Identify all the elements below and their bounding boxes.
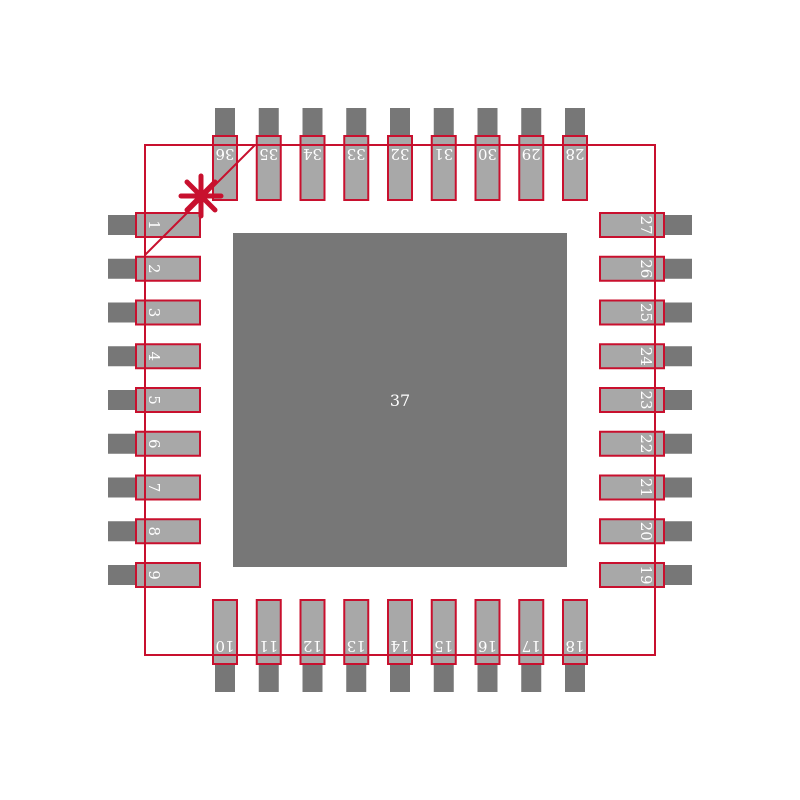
pin-pad-6 (135, 430, 201, 457)
pin-label-17: 17 (522, 637, 541, 655)
pin-label-24: 24 (637, 347, 655, 366)
pin-pad-27 (599, 212, 665, 238)
pad-layer (135, 135, 665, 665)
pin-pad-21 (599, 474, 665, 501)
pin-label-2: 2 (145, 264, 163, 274)
pin-pad-14 (387, 599, 413, 665)
pin-pad-24 (599, 343, 665, 370)
pin-pad-5 (135, 387, 201, 413)
pin-pad-22 (599, 430, 665, 457)
pin-label-30: 30 (478, 145, 497, 163)
pin-pad-3 (135, 299, 201, 326)
pin-pad-30 (474, 135, 501, 201)
pin-pad-10 (212, 599, 238, 665)
pin-label-6: 6 (145, 439, 163, 449)
pin-pad-11 (255, 599, 282, 665)
pin-label-26: 26 (637, 259, 655, 278)
pin-pad-18 (562, 599, 588, 665)
pin-label-8: 8 (145, 526, 163, 536)
pin-pad-4 (135, 343, 201, 370)
package-body-outline (144, 144, 656, 656)
pin-label-16: 16 (478, 637, 497, 655)
pin-label-10: 10 (215, 637, 234, 655)
pin-label-28: 28 (565, 145, 584, 163)
pin-label-33: 33 (347, 145, 366, 163)
pin-pad-17 (518, 599, 545, 665)
pin-pad-34 (299, 135, 326, 201)
exposed-center-pad (233, 233, 567, 567)
pin-pad-28 (562, 135, 588, 201)
pin-label-27: 27 (637, 215, 655, 234)
pin-pad-8 (135, 518, 201, 545)
pin-pad-23 (599, 387, 665, 413)
pin-label-34: 34 (303, 145, 322, 163)
pin-label-12: 12 (303, 637, 322, 655)
pin-pad-32 (387, 135, 413, 201)
pin-label-5: 5 (145, 395, 163, 405)
pin-label-3: 3 (145, 308, 163, 318)
pin-label-31: 31 (434, 145, 453, 163)
pin-label-21: 21 (637, 478, 655, 497)
pin-label-29: 29 (522, 145, 541, 163)
pin-label-22: 22 (637, 434, 655, 453)
pin-pad-29 (518, 135, 545, 201)
pin-label-23: 23 (637, 390, 655, 409)
pin-label-15: 15 (434, 637, 453, 655)
pin-label-35: 35 (259, 145, 278, 163)
pin-label-13: 13 (347, 637, 366, 655)
asterisk-icon (178, 173, 224, 219)
pin-pad-19 (599, 562, 665, 588)
pin-pad-7 (135, 474, 201, 501)
pin-pad-2 (135, 255, 201, 282)
pin-label-9: 9 (145, 570, 163, 580)
pin-pad-20 (599, 518, 665, 545)
pin-pad-25 (599, 299, 665, 326)
pin-pad-15 (430, 599, 457, 665)
pin-label-1: 1 (145, 220, 163, 230)
center-pad-label: 37 (390, 391, 410, 410)
pin-label-4: 4 (145, 351, 163, 361)
pin-label-36: 36 (215, 145, 234, 163)
pin-label-11: 11 (259, 637, 278, 655)
pin-pad-13 (343, 599, 370, 665)
pin-pad-35 (255, 135, 282, 201)
pin-pad-12 (299, 599, 326, 665)
pin-pad-33 (343, 135, 370, 201)
pin-label-19: 19 (637, 565, 655, 584)
pin-pad-16 (474, 599, 501, 665)
pin-label-14: 14 (390, 637, 409, 655)
pin-pad-31 (430, 135, 457, 201)
pin-label-7: 7 (145, 483, 163, 493)
pin-label-20: 20 (637, 522, 655, 541)
pin-pad-9 (135, 562, 201, 588)
pin-label-32: 32 (390, 145, 409, 163)
pin-label-18: 18 (565, 637, 584, 655)
pin-label-25: 25 (637, 303, 655, 322)
pin-pad-26 (599, 255, 665, 282)
